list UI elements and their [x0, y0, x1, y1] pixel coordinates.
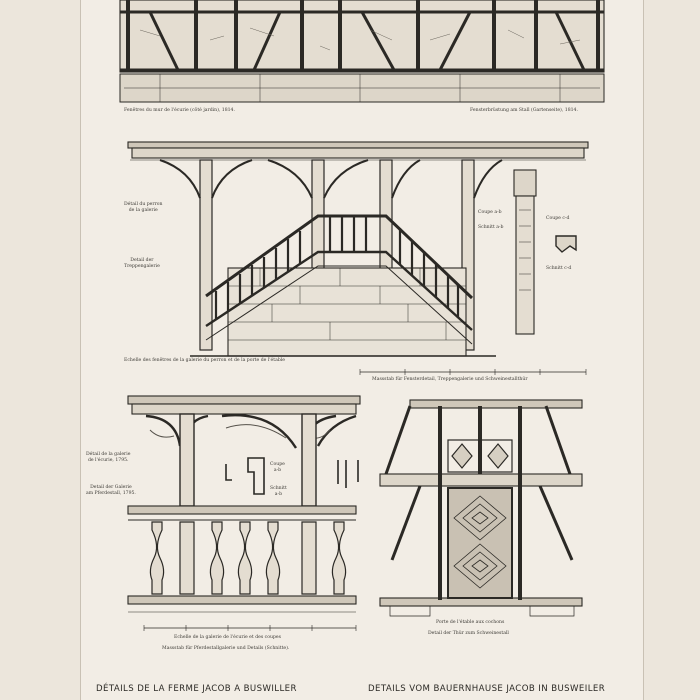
- caption-coupe-cd: Coupe c-d: [546, 216, 570, 221]
- caption-schnitt-ab-2: Schnitt a-b: [270, 486, 287, 497]
- caption-staircase-de: Massstab für Fensterdetail, Treppengaler…: [372, 377, 528, 382]
- caption-top-left: Fenêtres du mur de l'écurie (côté jardin…: [124, 108, 235, 113]
- gallery-staircase-elevation: [127, 141, 589, 375]
- plate-title-french: DÉTAILS DE LA FERME JACOB A BUSWILLER: [96, 684, 297, 694]
- caption-door-fr: Porte de l'étable aux cochons: [436, 620, 505, 625]
- caption-top-right: Fensterbrüstung am Stall (Gartenseite), …: [470, 108, 578, 113]
- caption-coupe-ab: Coupe a-b: [478, 210, 502, 215]
- caption-staircase-fr: Echelle des fenêtres de la galerie du pe…: [124, 358, 285, 363]
- caption-gallery-detail-fr: Détail du perron de la galerie: [124, 202, 163, 213]
- caption-scale-fr: Echelle de la galerie de l'écurie et des…: [174, 635, 281, 640]
- caption-schnitt-ab: Schnitt a-b: [478, 225, 504, 230]
- caption-schnitt-cd: Schnitt c-d: [546, 266, 572, 271]
- caption-coupe-ab-2: Coupe a-b: [270, 462, 285, 473]
- caption-door-de: Detail der Thür zum Schweinestall: [428, 631, 509, 636]
- caption-scale-de: Massstab für Pferdestallgalerie und Deta…: [162, 646, 290, 651]
- plate-title-german: DETAILS VOM BAUERNHAUSE JACOB IN BUSWEIL…: [368, 684, 606, 694]
- caption-balustrade-de: Detail der Galerie am Pferdestall, 1795.: [86, 485, 136, 496]
- pigsty-door-elevation: [379, 399, 583, 617]
- stable-gallery-elevation: [127, 395, 361, 631]
- timber-wall-elevation: [119, 0, 605, 103]
- caption-balustrade-fr: Détail de la galerie de l'écurie, 1795.: [86, 452, 131, 463]
- caption-gallery-detail-de: Detail der Treppengalerie: [124, 258, 160, 269]
